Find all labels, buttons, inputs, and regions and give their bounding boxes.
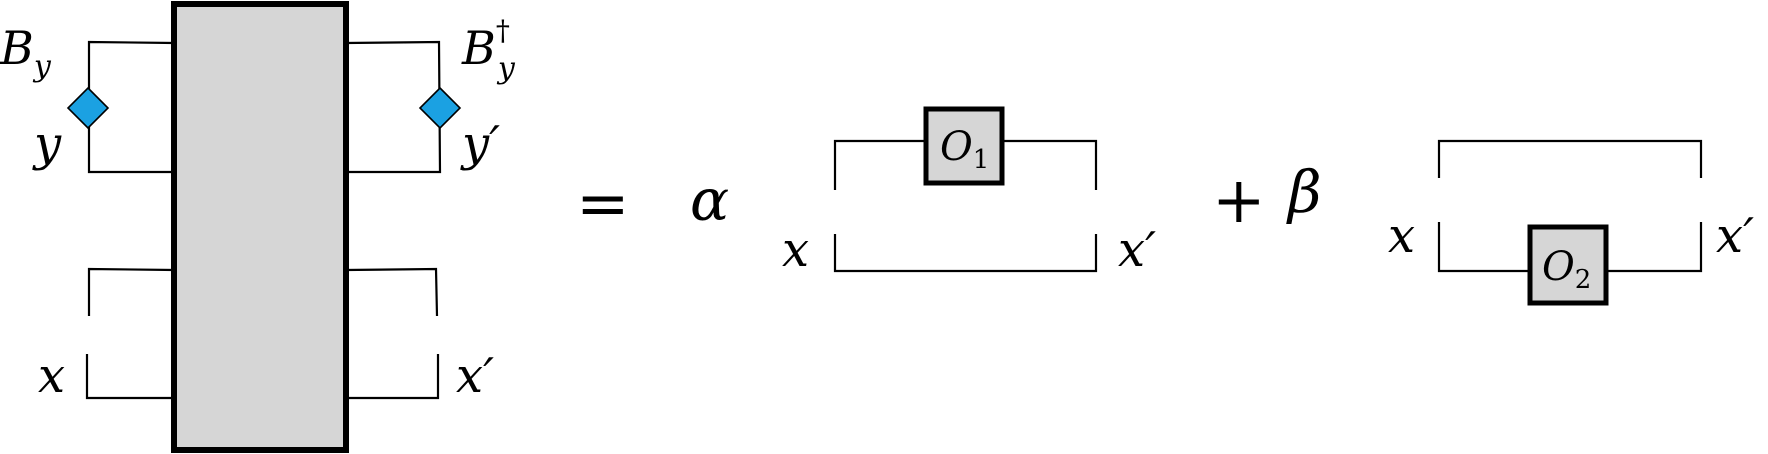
term1-label-x-prime: x′ <box>1118 222 1156 278</box>
beta-coefficient: β <box>1286 158 1322 226</box>
term1-label-x: x <box>782 222 809 278</box>
wire-lower-right <box>345 267 439 317</box>
label-y: y <box>32 116 62 172</box>
label-y-prime: y′ <box>460 116 500 172</box>
b-y-diamond <box>66 86 110 130</box>
o2-label: O2 <box>1542 244 1591 295</box>
wire-lower-right-x <box>346 354 440 400</box>
label-x: x <box>38 348 65 404</box>
b-y-dagger-diamond <box>418 86 462 130</box>
wire-lower-left <box>87 267 175 316</box>
term-1: O1 x x′ <box>782 106 1156 278</box>
o1-label: O1 <box>940 124 989 175</box>
wire-lower-left-x <box>85 354 174 400</box>
term-2: O2 x x′ <box>1388 139 1754 306</box>
term2-top-wire <box>1437 139 1703 178</box>
o2-operator-box <box>1527 224 1609 306</box>
plus-sign: + <box>1212 164 1266 238</box>
term2-label-x-prime: x′ <box>1716 208 1754 264</box>
density-tensor-box <box>171 1 349 453</box>
alpha-coefficient: α <box>690 166 729 234</box>
term1-bottom-wire <box>833 234 1098 273</box>
label-x-prime: x′ <box>456 348 494 404</box>
o1-operator-box <box>923 106 1005 186</box>
term2-label-x: x <box>1388 208 1415 264</box>
left-network: By B†y y y′ x x′ <box>0 1 516 453</box>
label-b-y-dagger: B†y <box>461 14 516 86</box>
label-b-y: By <box>0 21 52 84</box>
equals-sign: = <box>576 167 630 241</box>
